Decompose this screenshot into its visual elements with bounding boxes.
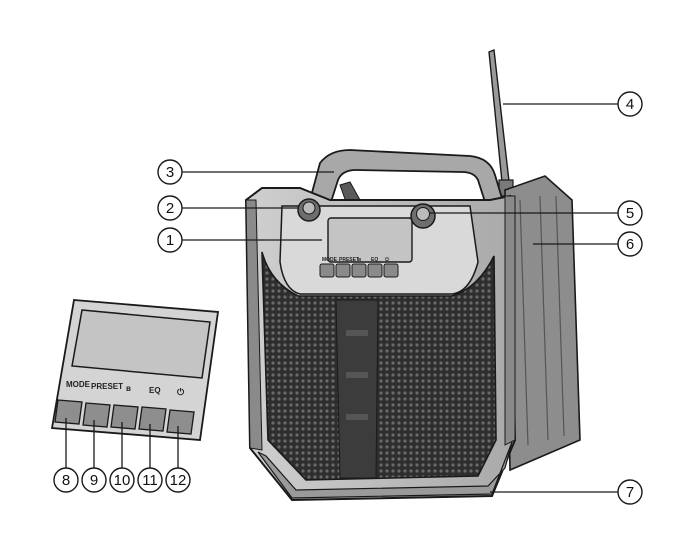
speaker-grille (261, 251, 497, 481)
detail-mode-button[interactable] (54, 399, 83, 425)
detail-bluetooth-label: ʙ (126, 384, 131, 393)
callout-8: 8 (53, 467, 79, 493)
callout-number: 1 (166, 232, 174, 249)
callout-number: 11 (142, 472, 158, 489)
callout-2: 2 (157, 195, 183, 221)
left-knob[interactable] (297, 198, 321, 222)
antenna (488, 49, 514, 197)
callout-number: 8 (62, 472, 70, 489)
detail-power-label: ⏻ (177, 387, 185, 397)
callout-number: 2 (166, 200, 174, 217)
side-housing (504, 175, 581, 472)
detail-bluetooth-button[interactable] (110, 404, 139, 430)
callout-number: 4 (626, 96, 634, 113)
main-preset-label: PRESET (339, 257, 359, 263)
callout-7: 7 (617, 479, 643, 505)
right-knob[interactable] (410, 203, 436, 229)
main-eq-button[interactable] (367, 263, 383, 278)
callout-5: 5 (617, 200, 643, 226)
main-mode-button[interactable] (319, 263, 335, 278)
handle (308, 149, 506, 207)
main-power-label: ⏻ (385, 257, 389, 263)
leader-lines (65, 103, 618, 493)
callout-number: 6 (626, 236, 634, 253)
callout-6: 6 (617, 231, 643, 257)
detail-panel: MODE PRESET ʙ EQ ⏻ (50, 299, 220, 441)
callout-4: 4 (617, 91, 643, 117)
main-preset-button[interactable] (335, 263, 351, 278)
callout-number: 3 (166, 164, 174, 181)
callout-3: 3 (157, 159, 183, 185)
callout-10: 10 (109, 467, 135, 493)
callout-number: 5 (626, 205, 634, 222)
main-bluetooth-button[interactable] (351, 263, 367, 278)
detail-power-button[interactable] (166, 409, 195, 435)
detail-eq-label: EQ (149, 386, 161, 395)
main-eq-label: EQ (371, 257, 378, 263)
callout-9: 9 (81, 467, 107, 493)
detail-buttons (54, 399, 195, 435)
main-power-button[interactable] (383, 263, 399, 278)
main-display (327, 217, 413, 263)
callout-1: 1 (157, 227, 183, 253)
callout-12: 12 (165, 467, 191, 493)
callout-number: 9 (90, 472, 98, 489)
callout-11: 11 (137, 467, 163, 493)
main-bluetooth-label: ʙ (358, 257, 361, 263)
detail-eq-button[interactable] (138, 406, 167, 432)
main-buttons (319, 263, 399, 278)
detail-preset-button[interactable] (82, 402, 111, 428)
main-mode-label: MODE (322, 257, 338, 263)
callout-number: 10 (114, 472, 131, 489)
detail-display (71, 309, 211, 379)
control-panel: MODE PRESET ʙ EQ ⏻ (279, 198, 479, 295)
callout-number: 7 (626, 484, 634, 501)
callout-number: 12 (170, 472, 187, 489)
detail-mode-label: MODE (66, 380, 91, 389)
detail-preset-label: PRESET (91, 382, 123, 391)
